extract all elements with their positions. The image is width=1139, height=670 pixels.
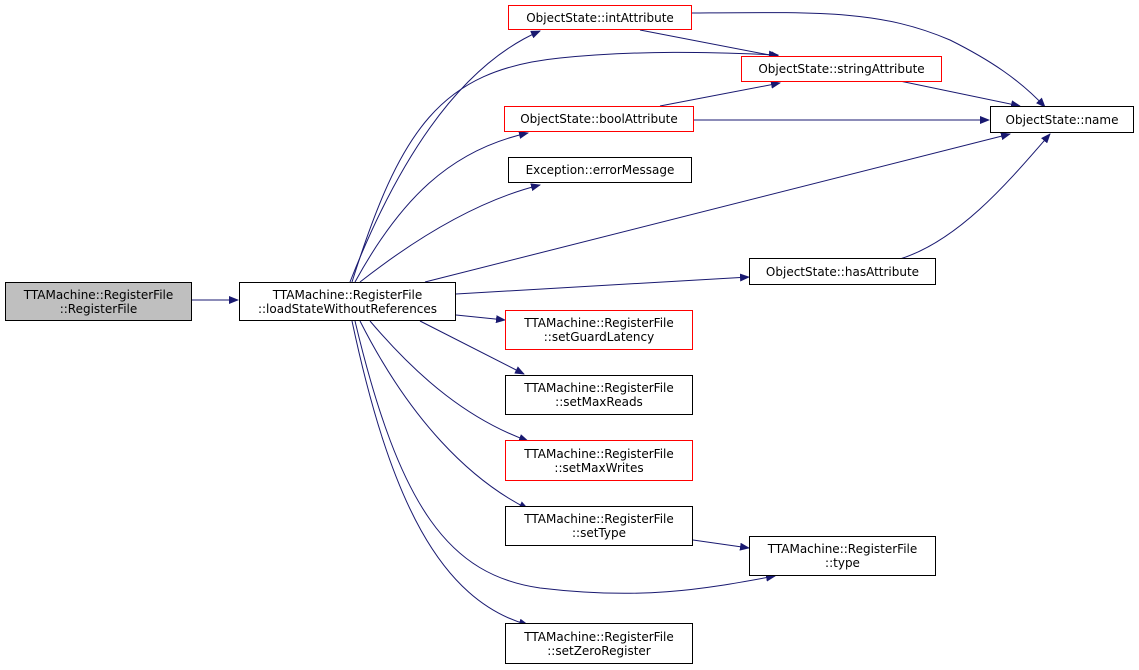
node-label-line2: ::loadStateWithoutReferences xyxy=(257,301,438,316)
edge-load-to-errormessage xyxy=(359,183,541,283)
node-label-line1: TTAMachine::RegisterFile xyxy=(524,316,674,330)
node-boolattribute[interactable]: ObjectState::boolAttribute xyxy=(504,106,694,132)
node-setmaxwrites[interactable]: TTAMachine::RegisterFile ::setMaxWrites xyxy=(505,440,693,481)
node-label-line1: TTAMachine::RegisterFile xyxy=(524,629,674,644)
edge-load-to-settype xyxy=(359,320,529,510)
node-label: Exception::errorMessage xyxy=(525,163,675,177)
edge-load-to-name xyxy=(424,132,1011,283)
node-label: ObjectState::hasAttribute xyxy=(765,264,920,279)
node-label-line2: ::setMaxWrites xyxy=(554,460,644,475)
node-label-line2: ::setZeroRegister xyxy=(547,643,651,658)
edge-load-to-intattribute xyxy=(349,30,541,283)
node-setguardlatency[interactable]: TTAMachine::RegisterFile ::setGuardLaten… xyxy=(505,310,693,350)
node-label-line2: ::setType xyxy=(572,526,626,540)
edge-intattribute-to-stringattribute xyxy=(639,29,781,60)
node-label-line1: TTAMachine::RegisterFile xyxy=(524,446,674,461)
node-label-line2: ::setMaxReads xyxy=(555,395,643,409)
node-type[interactable]: TTAMachine::RegisterFile ::type xyxy=(749,536,936,576)
node-hasattribute[interactable]: ObjectState::hasAttribute xyxy=(749,258,936,285)
node-errormessage[interactable]: Exception::errorMessage xyxy=(508,157,692,183)
node-intattribute[interactable]: ObjectState::intAttribute xyxy=(508,5,692,30)
edge-intattribute-to-name xyxy=(691,12,1046,108)
edge-load-to-stringattribute xyxy=(351,50,779,283)
edge-load-to-setguardlatency xyxy=(455,314,506,324)
edge-load-to-boolattribute xyxy=(354,131,529,283)
edge-load-to-type xyxy=(354,320,776,594)
node-loadstatewithoutreferences[interactable]: TTAMachine::RegisterFile ::loadStateWith… xyxy=(239,282,456,321)
node-registerfile-constructor: TTAMachine::RegisterFile ::RegisterFile xyxy=(5,282,192,321)
node-label-line1: TTAMachine::RegisterFile xyxy=(272,287,423,302)
node-label-line2: ::type xyxy=(825,556,860,570)
node-label: ObjectState::stringAttribute xyxy=(758,62,925,76)
node-label-line1: TTAMachine::RegisterFile xyxy=(524,381,674,395)
node-settype[interactable]: TTAMachine::RegisterFile ::setType xyxy=(505,506,693,546)
node-label-line1: TTAMachine::RegisterFile xyxy=(23,287,174,302)
node-label: ObjectState::boolAttribute xyxy=(520,112,678,126)
node-label-line1: TTAMachine::RegisterFile xyxy=(767,542,918,556)
edge-hasattribute-to-name xyxy=(899,133,1051,260)
node-setzeroregister[interactable]: TTAMachine::RegisterFile ::setZeroRegist… xyxy=(505,623,693,664)
node-label: ObjectState::intAttribute xyxy=(526,10,674,25)
node-label: ObjectState::name xyxy=(1005,112,1119,127)
edge-load-to-setmaxreads xyxy=(419,320,525,375)
edge-stringattribute-to-name xyxy=(894,79,1021,109)
edge-load-to-hasattribute xyxy=(455,273,750,295)
node-setmaxreads[interactable]: TTAMachine::RegisterFile ::setMaxReads xyxy=(505,375,693,415)
edge-settype-to-type xyxy=(692,539,750,551)
node-stringattribute[interactable]: ObjectState::stringAttribute xyxy=(741,56,942,82)
edge-load-to-setzeroregister xyxy=(351,320,529,627)
node-name[interactable]: ObjectState::name xyxy=(990,106,1134,133)
node-label-line1: TTAMachine::RegisterFile xyxy=(524,512,674,526)
node-label-line2: ::setGuardLatency xyxy=(543,330,655,344)
edge-load-to-setmaxwrites xyxy=(369,320,529,442)
node-label-line2: ::RegisterFile xyxy=(59,301,138,316)
edge-boolattribute-to-stringattribute xyxy=(659,80,781,107)
